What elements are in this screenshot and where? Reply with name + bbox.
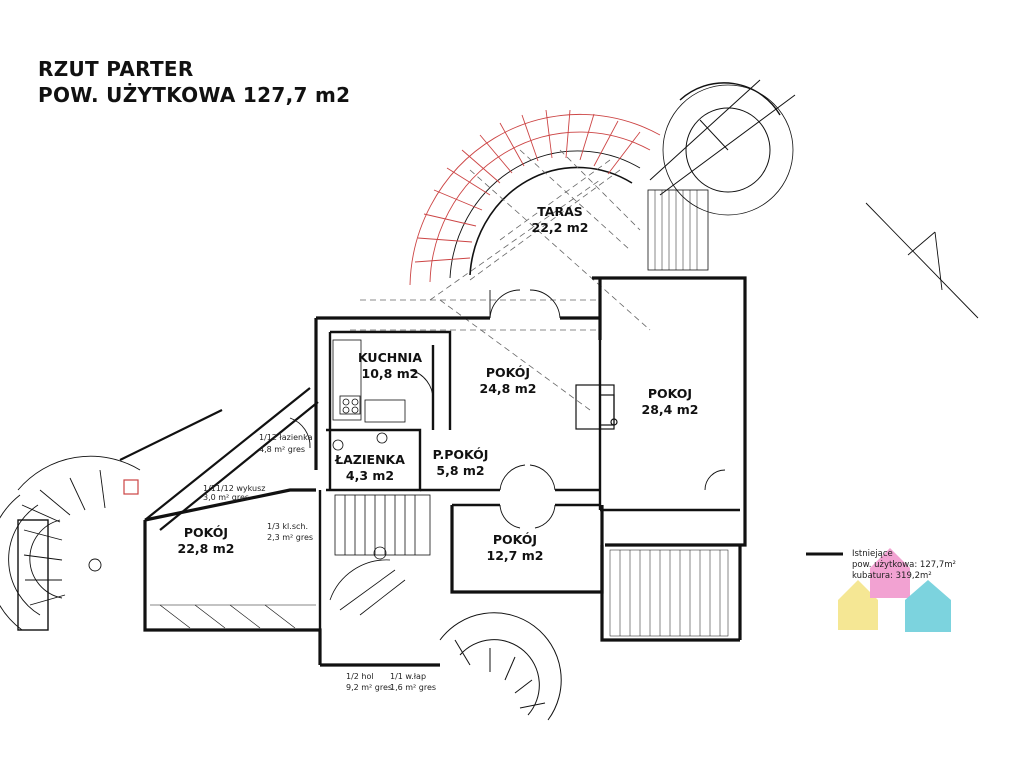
room-label-p-pokoj: P.POKÓJ 5,8 m2	[423, 447, 498, 479]
room-label-pokoj-right: POKOJ 28,4 m2	[630, 386, 710, 418]
legend-volume: kubatura: 319,2m²	[852, 571, 932, 581]
terrace-dashed-outline	[350, 149, 651, 500]
fireplace	[575, 384, 618, 430]
room-area: 22,2 m2	[531, 220, 589, 235]
room-name: POKÓJ	[485, 365, 531, 380]
legend-usable-area: pow. użytkowa: 127,7m²	[852, 560, 956, 570]
room-area: 28,4 m2	[641, 402, 699, 417]
room-label-kuchnia: KUCHNIA 10,8 m2	[350, 350, 430, 382]
room-area: 4,3 m2	[345, 468, 395, 483]
label-lazienka-code: 1/12 łazienka	[259, 433, 313, 442]
company-logo	[838, 548, 951, 632]
label-hol-code: 1/2 hol	[346, 672, 374, 681]
lower-right-deck	[609, 549, 729, 637]
room-area: 12,7 m2	[486, 548, 544, 563]
room-area: 24,8 m2	[479, 381, 537, 396]
room-name: POKOJ	[647, 386, 693, 401]
label-wykusz-code: 1/11/12 wykusz	[203, 484, 266, 493]
legend-existing: Istniejące	[852, 549, 893, 559]
label-lazienka-area: 4,8 m² gres	[259, 445, 306, 454]
room-label-pokoj-lower: POKÓJ 12,7 m2	[475, 532, 555, 564]
room-area: 22,8 m2	[177, 541, 235, 556]
legend: Istniejące pow. użytkowa: 127,7m² kubatu…	[852, 549, 956, 582]
left-spiral-stairs	[0, 455, 141, 631]
room-area: 5,8 m2	[436, 463, 485, 478]
room-name: POKÓJ	[492, 532, 538, 547]
doors	[289, 289, 726, 529]
label-wykusz-area: 3,0 m² gres	[203, 493, 250, 502]
lower-right-staircase	[439, 612, 562, 721]
terrace-curved-stairs	[409, 109, 661, 286]
room-name: POKÓJ	[183, 525, 229, 540]
label-wlap-area: 1,6 m² gres	[390, 683, 437, 692]
room-label-taras: TARAS 22,2 m2	[525, 204, 595, 236]
room-label-pokoj-center: POKÓJ 24,8 m2	[468, 365, 548, 397]
window-marks	[150, 604, 316, 629]
room-name: P.POKÓJ	[432, 447, 489, 462]
room-name: TARAS	[537, 204, 583, 219]
exterior-walls	[143, 276, 747, 667]
room-area: 10,8 m2	[361, 366, 419, 381]
room-name: KUCHNIA	[357, 350, 423, 365]
interior-stairs	[329, 494, 431, 616]
top-right-staircase	[647, 79, 796, 271]
left-wing-walls	[119, 387, 319, 531]
label-klsch-code: 1/3 kl.sch.	[267, 522, 308, 531]
plan-title: RZUT PARTER	[38, 57, 194, 81]
room-label-lazienka: ŁAZIENKA 4,3 m2	[330, 452, 410, 484]
kitchen-fixtures	[332, 339, 406, 451]
left-stair-red-marker	[123, 479, 139, 495]
label-wlap-code: 1/1 w.łap	[390, 672, 427, 681]
north-arrow	[865, 202, 979, 319]
label-hol-area: 9,2 m² gres	[346, 683, 393, 692]
room-label-pokoj-left: POKÓJ 22,8 m2	[166, 525, 246, 557]
room-name: ŁAZIENKA	[335, 452, 405, 467]
plan-subtitle: POW. UŻYTKOWA 127,7 m2	[38, 83, 351, 107]
label-klsch-area: 2,3 m² gres	[267, 533, 314, 542]
